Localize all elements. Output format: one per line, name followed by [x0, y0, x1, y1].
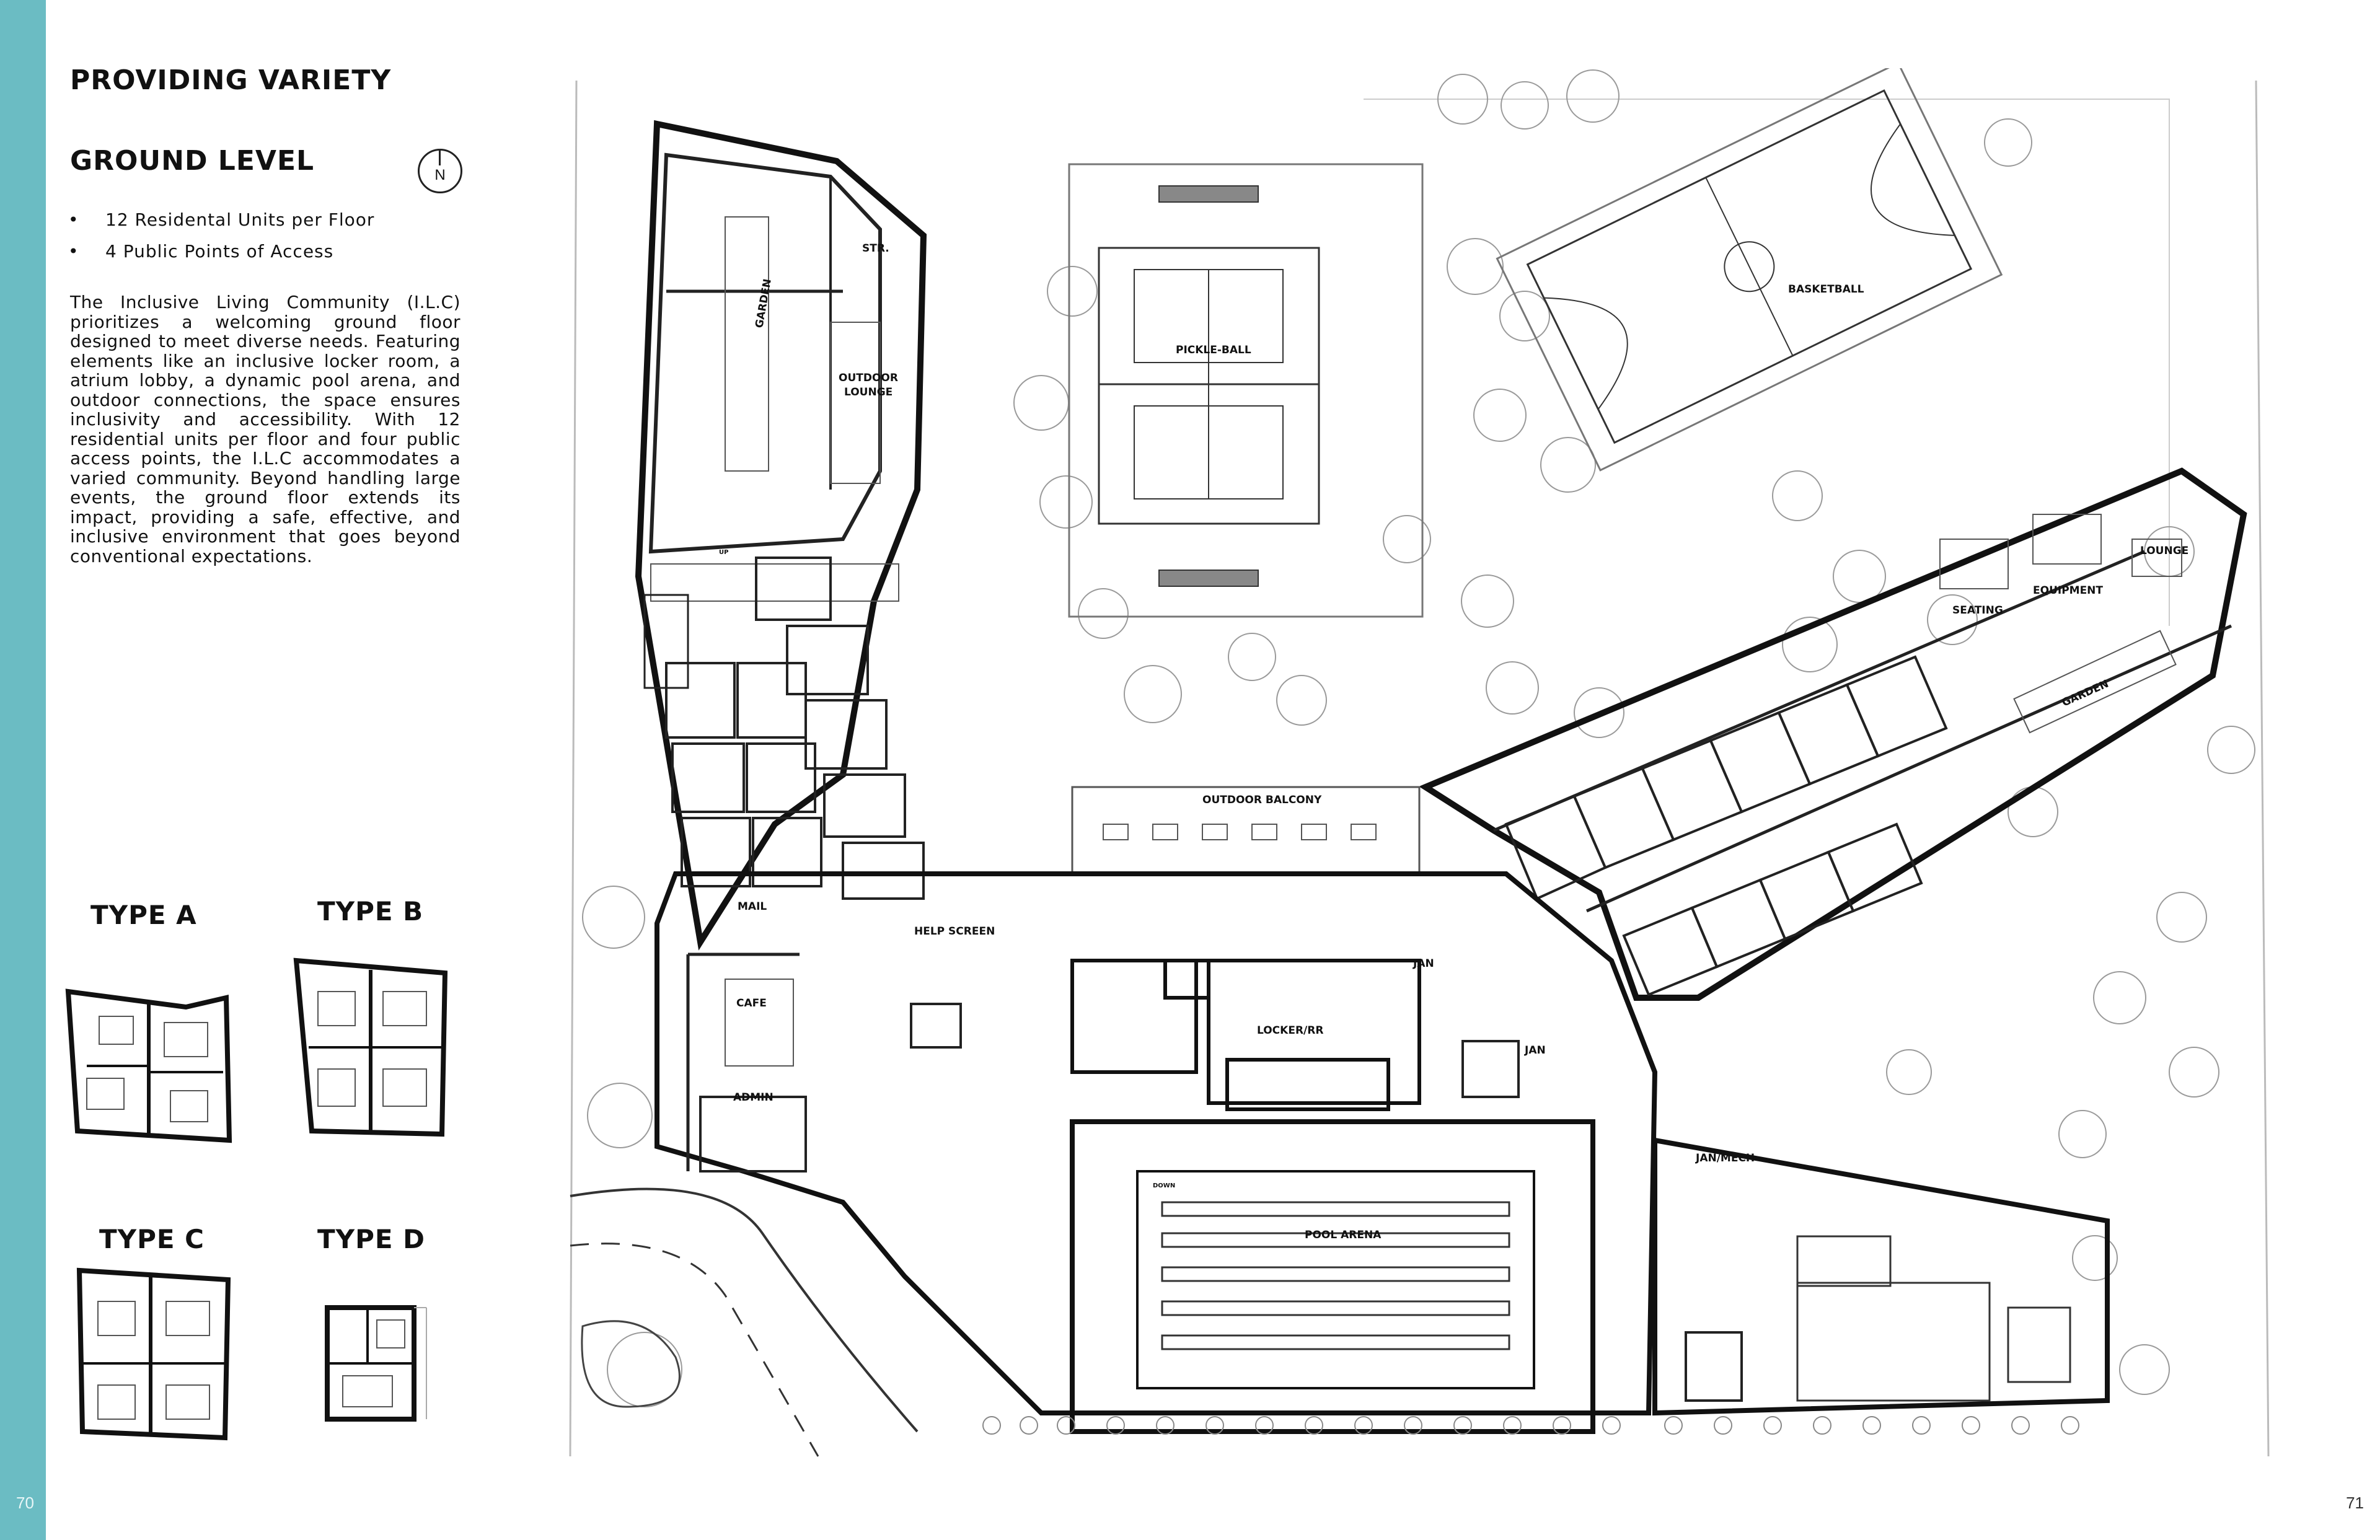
locker-room-block [1070, 959, 1421, 1111]
label-pool-arena: POOL ARENA [1305, 1229, 1382, 1241]
stair-south [1685, 1331, 1743, 1402]
type-a-label: TYPE A [90, 900, 197, 930]
west-residential-wing [635, 120, 927, 951]
tree-canopy-group [582, 69, 2255, 1407]
label-down: DOWN [1153, 1182, 1175, 1189]
pickleball-court [1098, 247, 1320, 525]
bleacher-south [1158, 570, 1259, 587]
side-accent-strip [0, 0, 46, 1540]
label-outdoor-lounge-1: OUTDOOR [839, 372, 898, 384]
cafe-counter [725, 979, 794, 1067]
page-number-left: 70 [16, 1494, 34, 1512]
label-jan-1: JAN [1413, 957, 1434, 970]
jan-room-2 [1461, 1040, 1520, 1098]
ground-floor-site-plan: STR. GARDEN OUTDOOR LOUNGE PICKLE-BALL B… [569, 68, 2270, 1457]
label-str: STR. [862, 242, 889, 255]
label-garden-east: GARDEN [2060, 678, 2110, 710]
label-help-screen: HELP SCREEN [914, 925, 995, 938]
label-lounge: LOUNGE [2140, 545, 2188, 557]
pickleball-court-area [1068, 163, 1424, 618]
elevator-core [910, 1003, 962, 1049]
page-subtitle: GROUND LEVEL [70, 145, 315, 177]
type-b-label: TYPE B [317, 896, 424, 926]
jan-mech-wing [1652, 1137, 2110, 1416]
page-title: PROVIDING VARIETY [70, 64, 392, 96]
list-item: •12 Residental Units per Floor [68, 209, 375, 230]
list-item: •4 Public Points of Access [68, 241, 334, 262]
road-curb [570, 1187, 919, 1433]
label-outdoor-balcony: OUTDOOR BALCONY [1202, 794, 1322, 806]
label-jan-mech: JAN/MECH [1695, 1152, 1755, 1164]
east-residential-wing [1419, 467, 2247, 1001]
admin-office [699, 1096, 807, 1173]
type-c-unit-plan [73, 1264, 234, 1444]
north-arrow-icon: N [418, 149, 462, 193]
type-d-label: TYPE D [317, 1224, 426, 1254]
type-a-unit-plan [62, 985, 236, 1146]
label-jan-2: JAN [1524, 1044, 1546, 1057]
label-garden-west: GARDEN [753, 278, 774, 328]
label-pickleball: PICKLE-BALL [1176, 344, 1251, 356]
label-locker-rr: LOCKER/RR [1257, 1024, 1323, 1037]
label-admin: ADMIN [733, 1091, 774, 1104]
site-edge-west [569, 80, 578, 1457]
label-basketball: BASKETBALL [1788, 283, 1864, 296]
label-seating: SEATING [1952, 604, 2003, 617]
pool-arena-enclosure [1070, 1119, 1595, 1434]
description-paragraph: The Inclusive Living Community (I.L.C) p… [70, 292, 461, 566]
pool-basin [1136, 1170, 1535, 1389]
page-number-right: 71 [2346, 1494, 2364, 1512]
site-edge-east [2255, 80, 2270, 1457]
label-equipment: EQUIPMENT [2033, 584, 2103, 597]
stair-west [643, 594, 689, 689]
north-label: N [434, 167, 446, 183]
garden-planter-west [725, 216, 769, 472]
type-c-label: TYPE C [99, 1224, 205, 1254]
bleacher-north [1158, 185, 1259, 203]
label-mail: MAIL [738, 900, 767, 913]
south-tree-row [982, 1416, 2079, 1435]
label-up: UP [719, 549, 728, 556]
feature-list: •12 Residental Units per Floor •4 Public… [68, 209, 374, 273]
central-podium [654, 871, 1658, 1415]
label-outdoor-lounge-2: LOUNGE [844, 386, 892, 398]
basketball-court [1496, 68, 2003, 472]
type-d-unit-plan [321, 1301, 433, 1425]
type-b-unit-plan [290, 954, 451, 1140]
label-cafe: CAFE [736, 997, 767, 1010]
